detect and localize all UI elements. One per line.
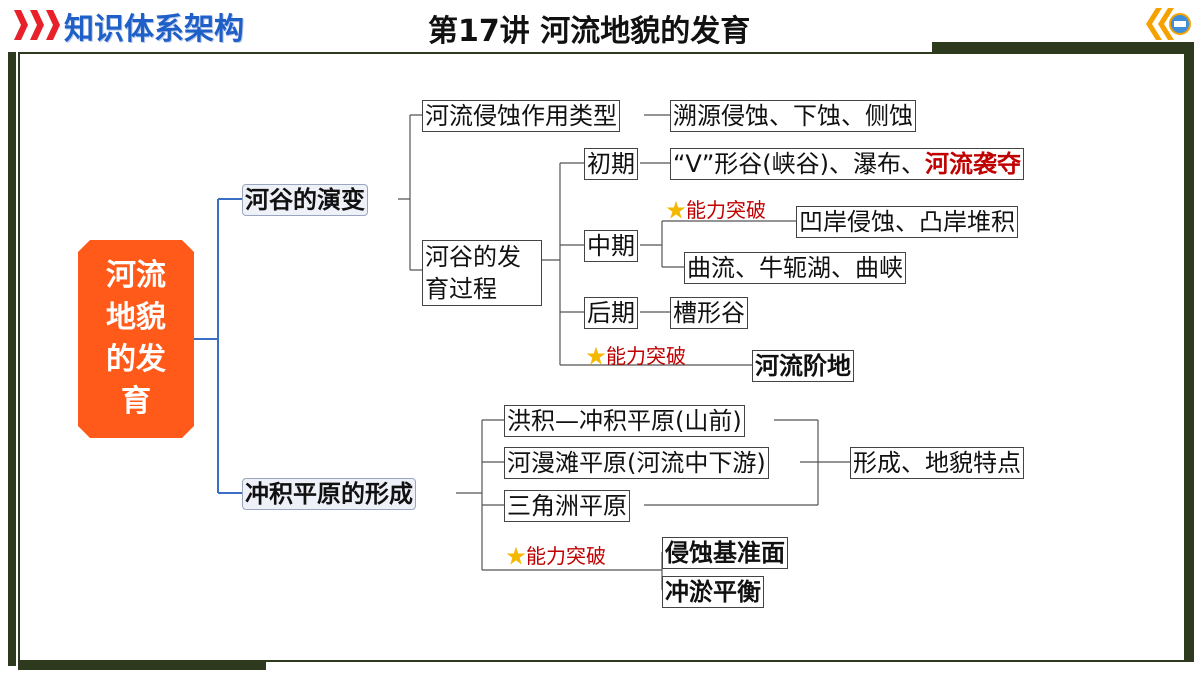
erosion-detail-node: 溯源侵蚀、下蚀、侧蚀 — [670, 100, 916, 132]
late-detail-node: 槽形谷 — [670, 297, 748, 329]
ability-label: 能力突破 — [526, 544, 606, 568]
valley-process-node: 河谷的发育过程 — [422, 240, 542, 306]
ability-breakthrough-tag: ★能力突破 — [506, 540, 606, 569]
river-terrace-node: 河流阶地 — [752, 350, 854, 382]
page-title: 第17讲 河流地貌的发育 — [428, 14, 751, 49]
frame-bar-left — [8, 52, 16, 666]
delta-plain-node: 三角洲平原 — [504, 490, 630, 522]
middle-detail-1-node: 凹岸侵蚀、凸岸堆积 — [796, 206, 1018, 238]
chevron-right-icon — [46, 10, 60, 40]
ability-label: 能力突破 — [686, 198, 766, 222]
valley-evolution-node: 河谷的演变 — [242, 184, 368, 216]
chevron-left-badge-icon — [1146, 8, 1191, 40]
star-icon: ★ — [506, 544, 526, 568]
root-label: 河流地貌的发育 — [106, 258, 166, 419]
ability-breakthrough-tag: ★能力突破 — [586, 340, 686, 369]
erosion-base-level-node: 侵蚀基准面 — [662, 537, 788, 569]
chevron-right-icon — [30, 10, 44, 40]
early-stage-node: 初期 — [584, 148, 638, 180]
middle-detail-2-node: 曲流、牛轭湖、曲峡 — [684, 252, 906, 284]
formation-features-node: 形成、地貌特点 — [850, 447, 1024, 479]
frame-bar-bottom — [18, 660, 266, 670]
chevron-right-icon — [14, 10, 28, 40]
alluvial-plain-node: 冲积平原的形成 — [242, 478, 416, 510]
frame-bar-top — [932, 42, 1194, 52]
river-capture-highlight: 河流袭夺 — [925, 150, 1022, 178]
root-node: 河流地貌的发育 — [78, 240, 194, 438]
alluvial-fan-node: 洪积—冲积平原(山前) — [504, 405, 745, 437]
ability-breakthrough-tag: ★能力突破 — [666, 194, 766, 223]
frame-bar-right — [1186, 44, 1194, 662]
erosion-deposition-balance-node: 冲淤平衡 — [662, 576, 764, 608]
ability-label: 能力突破 — [606, 344, 686, 368]
star-icon: ★ — [586, 344, 606, 368]
section-title: 知识体系架构 — [64, 12, 244, 47]
floodplain-node: 河漫滩平原(河流中下游) — [504, 447, 769, 479]
late-stage-node: 后期 — [584, 297, 638, 329]
early-detail-text: “V”形谷(峡谷)、瀑布、 — [673, 150, 926, 178]
erosion-type-node: 河流侵蚀作用类型 — [422, 100, 620, 132]
star-icon: ★ — [666, 198, 686, 222]
middle-stage-node: 中期 — [584, 230, 638, 262]
early-detail-node: “V”形谷(峡谷)、瀑布、河流袭夺 — [670, 148, 1025, 180]
